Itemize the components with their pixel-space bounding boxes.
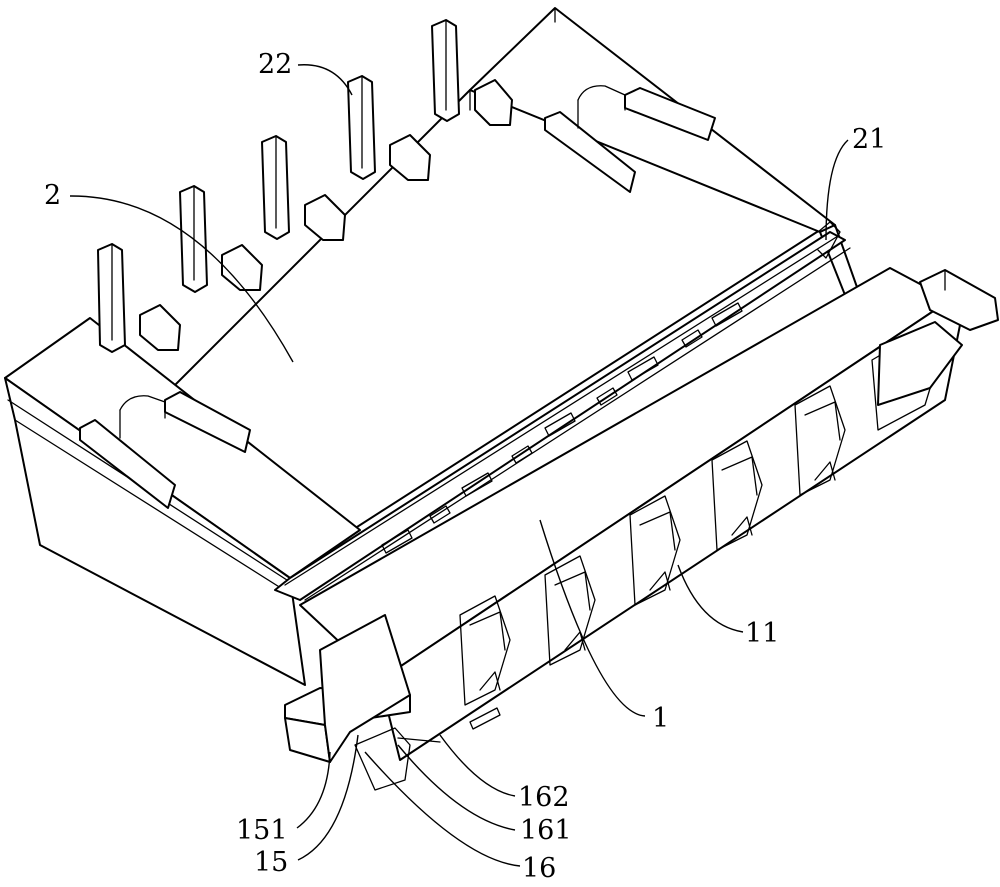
label-151: 151	[236, 815, 288, 846]
upper-right-latch-bar	[544, 111, 636, 193]
left-end-rail	[319, 614, 411, 763]
label-15: 15	[254, 847, 288, 878]
label-22: 22	[258, 49, 292, 80]
label-1: 1	[652, 703, 669, 734]
label-162: 162	[518, 782, 570, 813]
label-21: 21	[852, 124, 886, 155]
right-end-block-face	[877, 321, 963, 406]
leader-16	[364, 751, 521, 867]
terminal-pin	[431, 19, 513, 126]
terminal-pin	[347, 75, 431, 181]
leader-21	[825, 139, 849, 241]
upper-left-block-front	[4, 377, 306, 686]
upper-left-latch-bar	[79, 419, 176, 509]
label-2: 2	[44, 180, 61, 211]
label-161: 161	[520, 815, 572, 846]
terminal-pin	[97, 243, 181, 353]
leader-151	[296, 751, 331, 829]
upper-right-hook-slot	[577, 85, 626, 111]
leader-1	[539, 519, 646, 717]
terminal-cavity	[794, 385, 846, 496]
reference-numerals: 22 21 2 11 1 162 161 151 15 16	[44, 49, 886, 884]
label-16: 16	[522, 853, 556, 884]
terminal-cavity	[459, 595, 511, 706]
leader-lines	[69, 64, 849, 867]
latch-slot-162	[469, 707, 501, 730]
leader-2	[69, 195, 294, 363]
upper-housing	[4, 7, 859, 686]
terminal-cavity	[629, 495, 681, 606]
lower-step-16	[354, 727, 411, 791]
label-11: 11	[745, 618, 779, 649]
upper-left-hook-slot	[119, 395, 166, 419]
lower-housing	[284, 267, 999, 791]
leader-15	[297, 734, 359, 861]
latch-edge-161	[397, 737, 441, 743]
top-slot-row	[381, 302, 743, 554]
terminal-cavity	[711, 440, 763, 551]
terminal-pin	[261, 135, 346, 241]
left-end-block-face	[284, 717, 331, 763]
leader-161	[397, 744, 516, 831]
leader-162	[439, 734, 516, 797]
terminal-pins	[97, 19, 513, 353]
leader-22	[297, 64, 353, 96]
leader-11	[677, 564, 744, 633]
